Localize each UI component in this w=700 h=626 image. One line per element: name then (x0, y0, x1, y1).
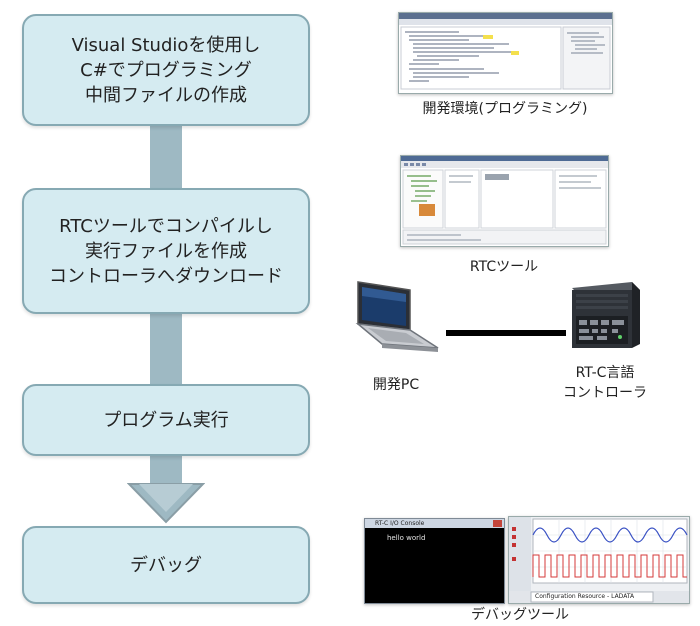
rtc-tool-caption: RTCツール (469, 259, 539, 275)
console-screenshot: RT-C I/O Console hello world (364, 518, 505, 604)
laptop-icon (355, 281, 439, 352)
console-close-icon (493, 520, 502, 527)
step-compile: RTCツールでコンパイルし 実行ファイルを作成 コントローラへダウンロード (22, 188, 310, 314)
step-debug: デバッグ (22, 526, 310, 604)
rtc-tool-screenshot (400, 155, 609, 247)
connector-1-2 (150, 126, 182, 188)
console-output: hello world (387, 534, 426, 542)
step-debug-label: デバッグ (130, 554, 202, 576)
visual-studio-screenshot (398, 12, 613, 94)
graph-tab-label: Configuration Resource - LADATA (535, 593, 635, 600)
controller-caption-line1: RT-C言語 (575, 365, 635, 381)
console-titlebar: RT-C I/O Console (365, 519, 504, 528)
pc-caption: 開発PC (372, 377, 420, 393)
controller-caption-line2: コントローラ (563, 385, 647, 401)
down-arrow-icon (127, 483, 205, 524)
step-run: プログラム実行 (22, 384, 310, 456)
connector-3-arrow (150, 456, 182, 484)
step-programming-line2: C#でプログラミング (80, 59, 252, 81)
waveform-screenshot: Configuration Resource - LADATA (508, 516, 690, 604)
step-compile-line1: RTCツールでコンパイルし (59, 215, 273, 237)
controller-icon (572, 282, 640, 348)
step-compile-line2: 実行ファイルを作成 (85, 240, 247, 262)
debug-tool-caption: デバッグツール (471, 607, 569, 623)
step-compile-line3: コントローラへダウンロード (49, 265, 283, 287)
step-programming: Visual Studioを使用し C#でプログラミング 中間ファイルの作成 (22, 14, 310, 126)
console-title: RT-C I/O Console (375, 520, 425, 527)
step-programming-line1: Visual Studioを使用し (71, 34, 261, 56)
step-programming-line3: 中間ファイルの作成 (84, 84, 247, 106)
dev-env-caption: 開発環境(プログラミング) (422, 101, 588, 117)
connector-2-3 (150, 314, 182, 384)
step-run-label: プログラム実行 (103, 409, 229, 431)
cable-line (446, 330, 566, 336)
